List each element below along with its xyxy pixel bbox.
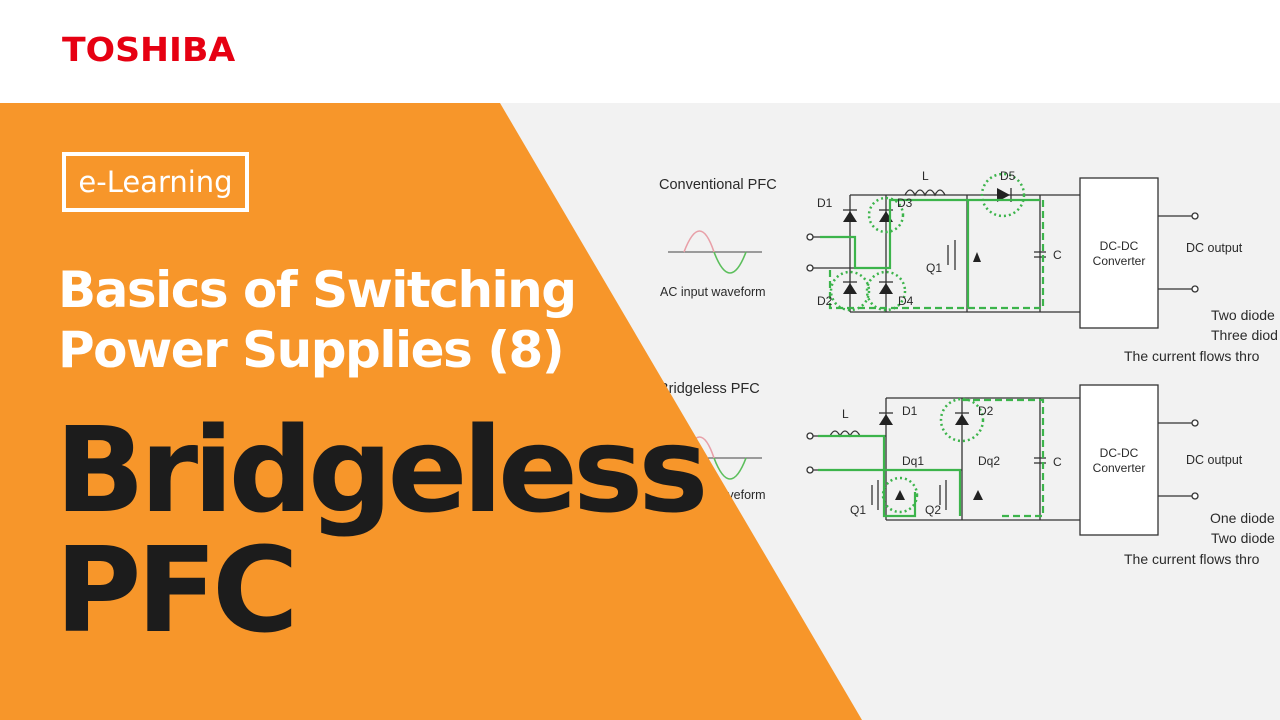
title-line-1: Bridgeless xyxy=(55,401,708,539)
label-d2: D2 xyxy=(817,294,833,308)
label-d3: D3 xyxy=(897,196,913,210)
bl-label-d1: D1 xyxy=(902,404,918,418)
label-d1: D1 xyxy=(817,196,833,210)
bl-label-d2: D2 xyxy=(978,404,994,418)
header-bar: TOSHIBA xyxy=(0,0,1280,103)
conventional-note-1: Two diode xyxy=(1211,307,1275,323)
bridgeless-current-path xyxy=(818,397,1045,518)
page-title: Bridgeless PFC xyxy=(55,401,708,659)
converter-label-1: DC-DC xyxy=(1100,239,1139,253)
label-d4: D4 xyxy=(898,294,914,308)
conventional-note-3: The current flows thro xyxy=(1124,348,1260,364)
bl-label-cap: C xyxy=(1053,455,1062,469)
conventional-waveform-caption: AC input waveform xyxy=(660,285,766,299)
bl-label-q2: Q2 xyxy=(925,503,941,517)
diagram-labels: Conventional PFC AC input waveform D1 D2… xyxy=(659,169,1278,567)
conventional-heading: Conventional PFC xyxy=(659,177,777,193)
bl-label-dq2: Dq2 xyxy=(978,454,1000,468)
waveform-positive xyxy=(683,230,715,253)
label-cap: C xyxy=(1053,248,1062,262)
bridgeless-output: DC output xyxy=(1186,453,1243,467)
subtitle-line-2: Power Supplies (8) xyxy=(58,321,565,379)
e-learning-badge: e-Learning xyxy=(62,152,249,212)
waveform-negative xyxy=(713,251,747,274)
bridgeless-heading: Bridgeless PFC xyxy=(659,381,760,397)
conventional-current-path xyxy=(820,172,1045,312)
bl-label-dq1: Dq1 xyxy=(902,454,924,468)
bl-converter-label-1: DC-DC xyxy=(1100,446,1139,460)
bridgeless-note-3: The current flows thro xyxy=(1124,551,1260,567)
toshiba-logo: TOSHIBA xyxy=(62,30,236,69)
label-q1: Q1 xyxy=(926,261,942,275)
pfc-circuit-diagram: Conventional PFC AC input waveform D1 D2… xyxy=(659,169,1278,567)
bl-label-inductor: L xyxy=(842,407,849,421)
conventional-pfc-circuit xyxy=(668,177,1199,329)
bl-converter-label-2: Converter xyxy=(1093,461,1146,475)
converter-label-2: Converter xyxy=(1093,254,1146,268)
label-d5: D5 xyxy=(1000,169,1016,183)
subtitle-line-1: Basics of Switching xyxy=(58,261,577,319)
label-inductor: L xyxy=(922,169,929,183)
bridgeless-note-1: One diode xyxy=(1210,510,1275,526)
bridgeless-note-2: Two diode xyxy=(1211,530,1275,546)
series-subtitle: Basics of Switching Power Supplies (8) xyxy=(58,260,577,380)
conventional-output: DC output xyxy=(1186,241,1243,255)
bl-label-q1: Q1 xyxy=(850,503,866,517)
title-line-2: PFC xyxy=(55,521,299,659)
conventional-note-2: Three diod xyxy=(1211,327,1278,343)
